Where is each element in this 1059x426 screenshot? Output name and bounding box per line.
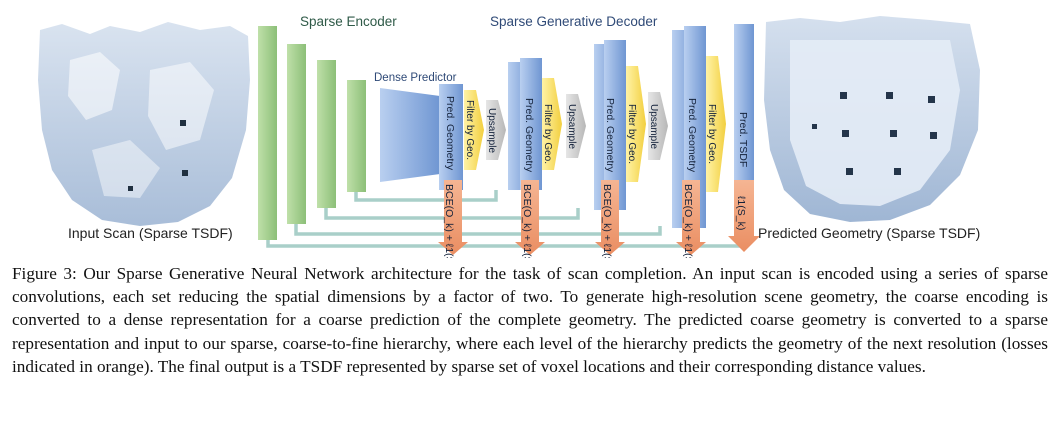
filter-label-2: Filter by Geo. (542, 104, 553, 164)
loss-label-final: ℓ1(S_k) (735, 196, 747, 230)
decoder-pred-blocks (439, 24, 754, 228)
architecture-figure: Sparse Encoder Sparse Generative Decoder… (38, 14, 980, 258)
upsample-label-1: Upsample (486, 108, 497, 153)
decoder-title: Sparse Generative Decoder (490, 14, 658, 29)
encoder-title: Sparse Encoder (300, 14, 397, 29)
filter-label-3: Filter by Geo. (626, 104, 637, 164)
predicted-geometry-image (764, 16, 980, 222)
upsample-blocks (486, 92, 668, 160)
encoder-blocks (258, 26, 366, 240)
filter-label-4: Filter by Geo. (706, 104, 717, 164)
skip-connections (266, 190, 744, 248)
output-label: Predicted Geometry (Sparse TSDF) (758, 225, 980, 241)
upsample-label-2: Upsample (566, 104, 577, 149)
pred-geometry-label-3: Pred. Geometry (604, 98, 616, 173)
loss-label-3: BCE(O_k) + ℓ1(S_k) (601, 184, 613, 258)
dense-predictor-block (380, 88, 440, 182)
dense-title: Dense Predictor (374, 72, 457, 84)
figure-caption: Figure 3: Our Sparse Generative Neural N… (12, 264, 1048, 376)
loss-arrows (438, 180, 760, 255)
filter-blocks (464, 56, 726, 192)
pred-tsdf-label: Pred. TSDF (737, 112, 749, 167)
filter-label-1: Filter by Geo. (464, 100, 475, 160)
input-label: Input Scan (Sparse TSDF) (68, 225, 233, 241)
input-scan-image (38, 22, 250, 226)
pred-geometry-label-2: Pred. Geometry (523, 98, 535, 173)
loss-label-1: BCE(O_k) + ℓ1(S_k) (443, 184, 455, 258)
pred-geometry-label-4: Pred. Geometry (686, 98, 698, 173)
loss-label-2: BCE(O_k) + ℓ1(S_k) (521, 184, 533, 258)
upsample-label-3: Upsample (648, 104, 659, 149)
pred-geometry-label-1: Pred. Geometry (444, 96, 456, 171)
loss-label-4: BCE(O_k) + ℓ1(S_k) (682, 184, 694, 258)
